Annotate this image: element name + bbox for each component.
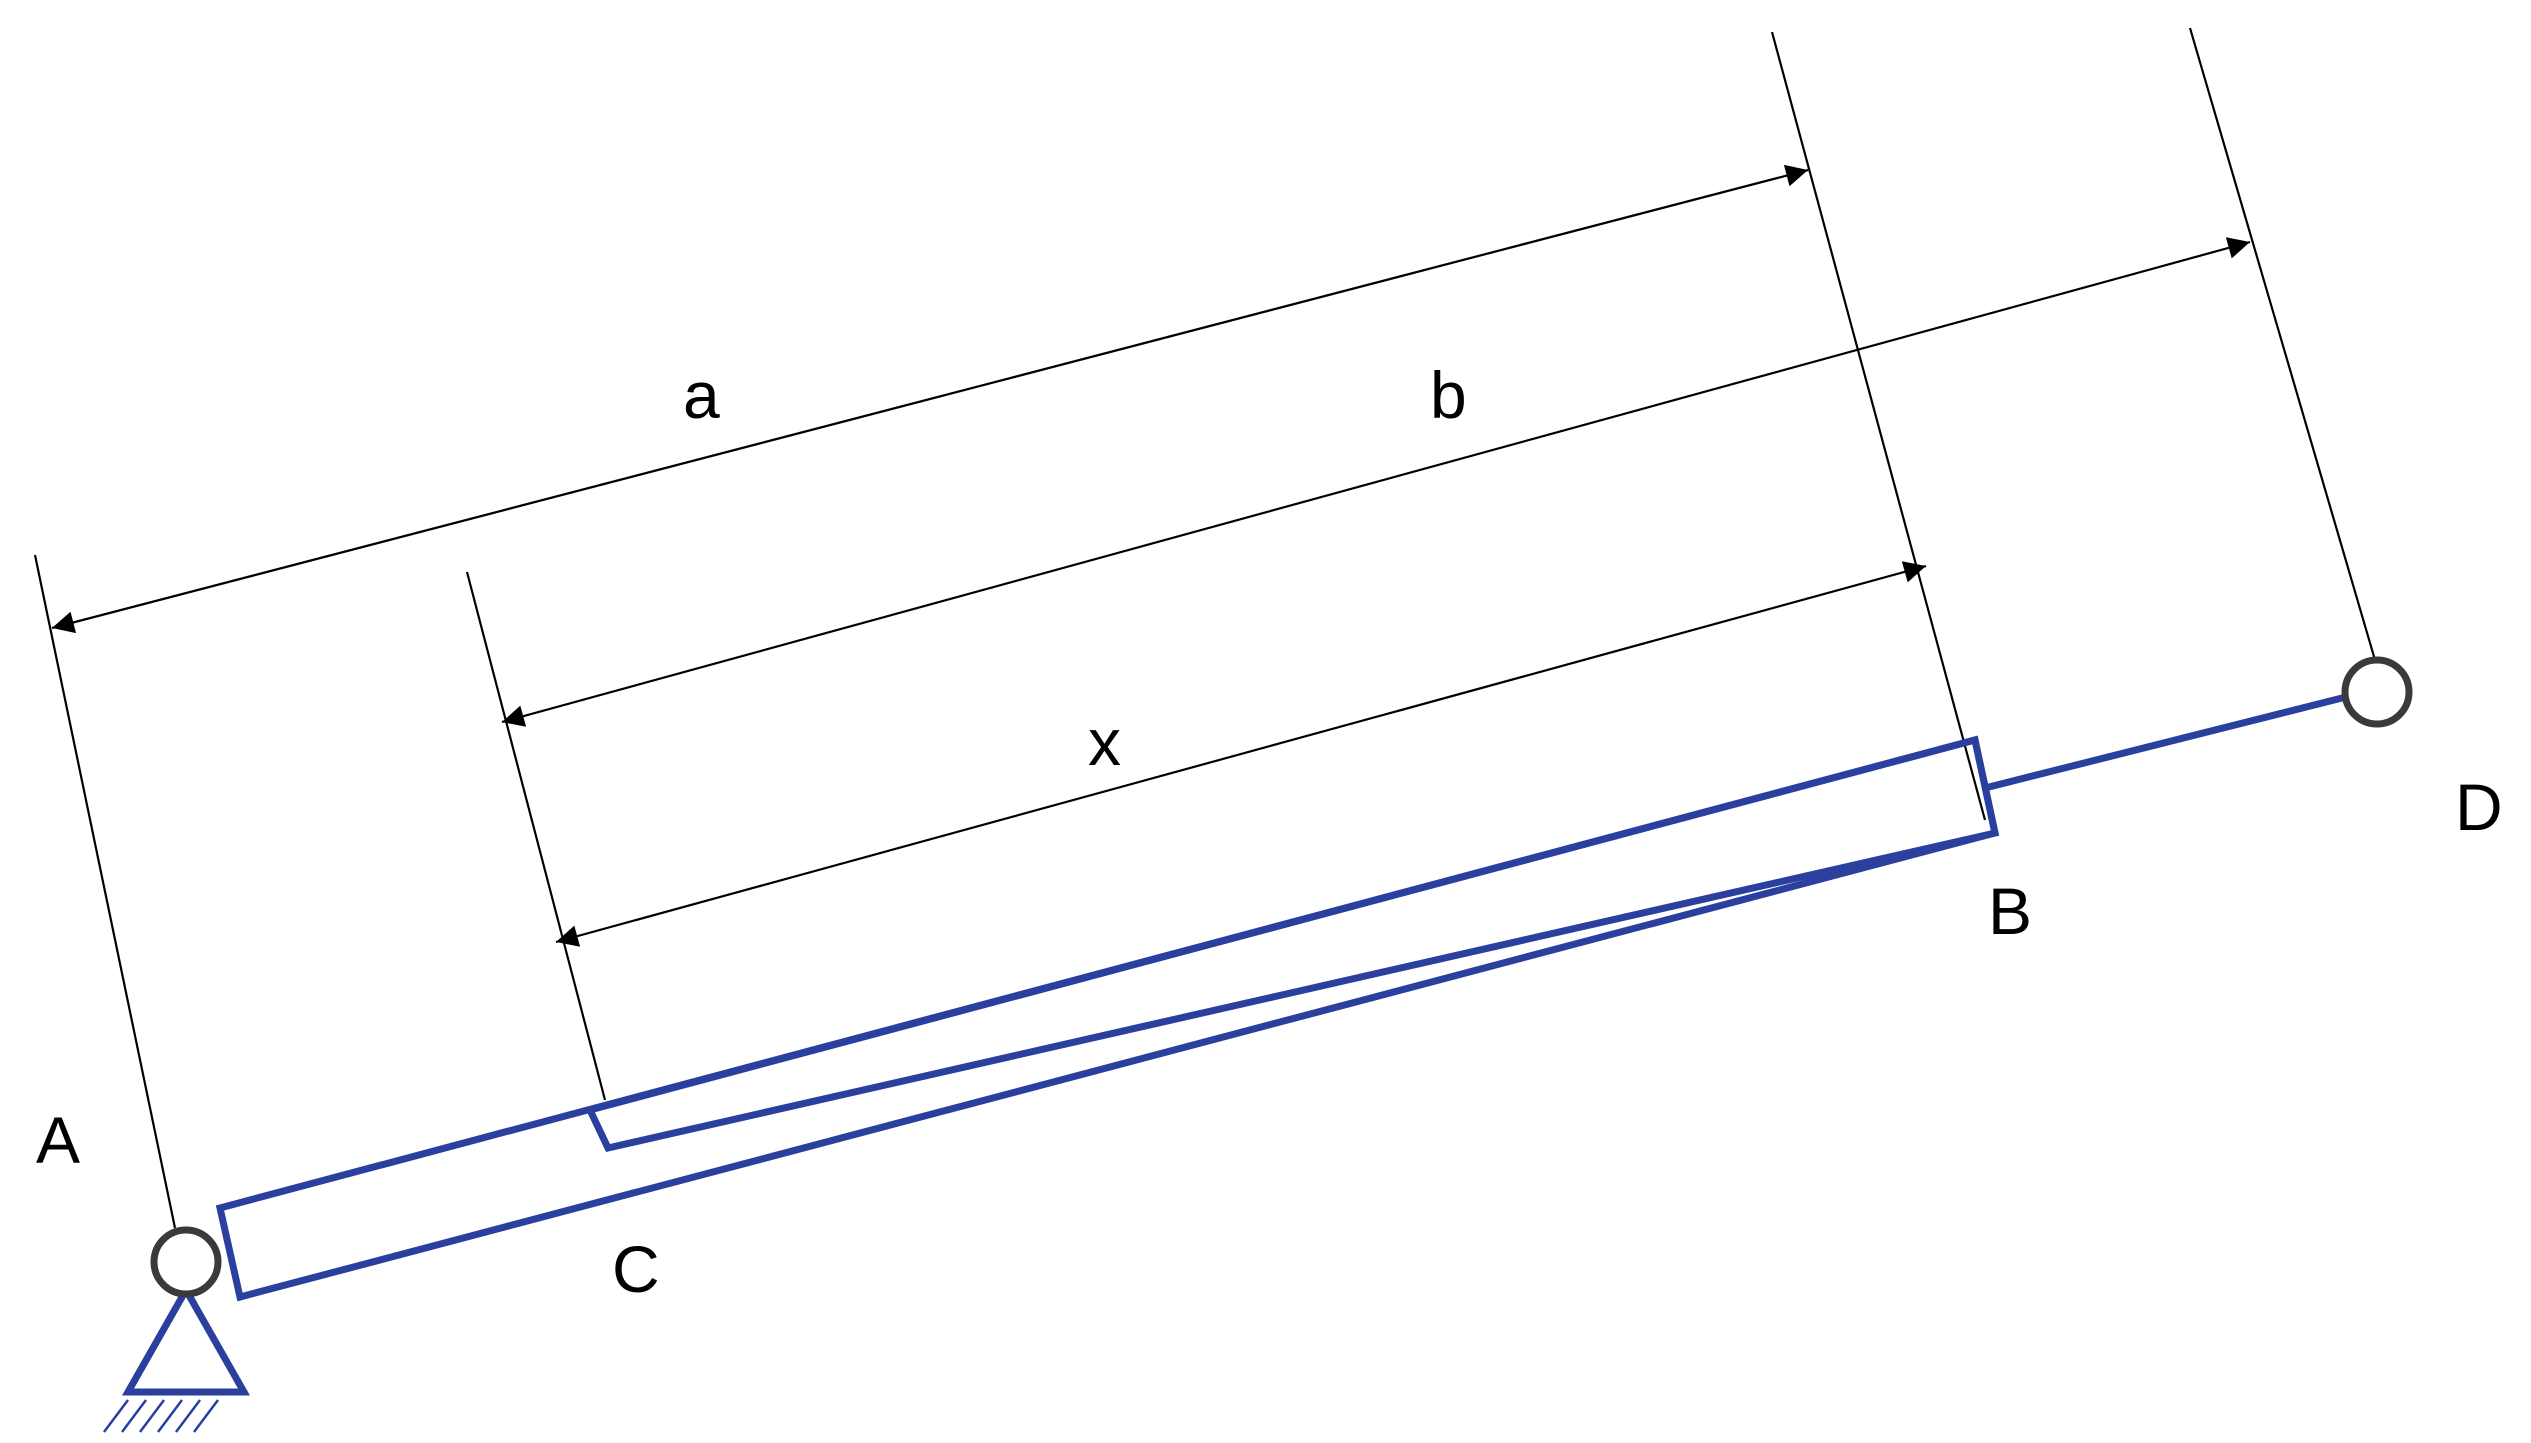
dimension-lines (51, 164, 2251, 947)
extension-line-a-left (33, 554, 177, 1229)
point-label-c: C (612, 1232, 660, 1306)
piston-rod (1984, 693, 2347, 792)
dimension-line-x (555, 561, 1927, 947)
point-label-a: A (36, 1103, 80, 1177)
dimension-line-a (51, 164, 1809, 634)
dimension-label-a: a (683, 358, 720, 432)
extension-line-b-right (2188, 27, 2377, 661)
joint-d-icon (2341, 656, 2413, 728)
ground-support (103, 1282, 251, 1433)
ground-hatching (103, 1399, 219, 1433)
extension-lines (33, 27, 2377, 1229)
outer-cylinder (215, 735, 2000, 1302)
inner-piston (585, 735, 2000, 1153)
dimension-label-b: b (1430, 358, 1467, 432)
mechanism (215, 693, 2347, 1302)
dimension-line-b (501, 237, 2251, 727)
point-label-d: D (2455, 770, 2503, 844)
point-label-b: B (1988, 874, 2032, 948)
extension-line-b-left (465, 571, 607, 1101)
joint-a-icon (150, 1226, 222, 1298)
extension-line-a-right (1770, 31, 1987, 821)
dimension-label-x: x (1088, 705, 1121, 779)
support-triangle-icon (121, 1282, 251, 1396)
